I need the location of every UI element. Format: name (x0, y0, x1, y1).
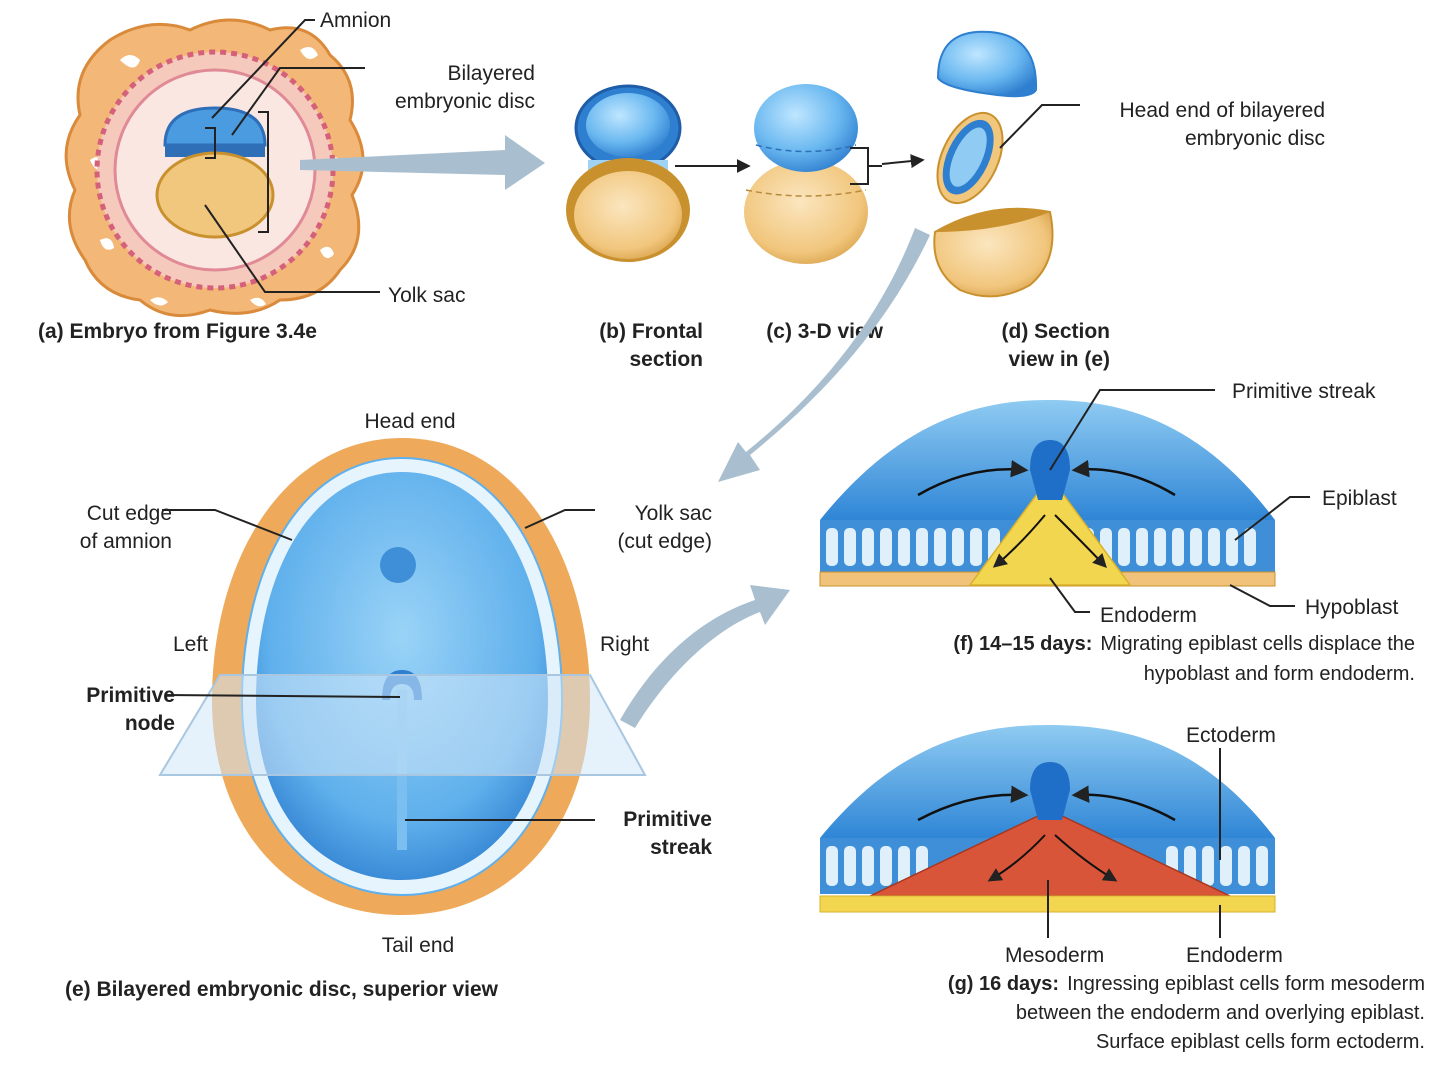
caption-b-1: (b) Frontal (599, 320, 703, 343)
leader-epiblast (1234, 496, 1310, 541)
leader-disc (231, 67, 365, 136)
dashed-c-lower (745, 189, 867, 197)
caption-f-line-1: (f) 14–15 days: Migrating epiblast cells … (953, 633, 1415, 655)
caption-d-1: (d) Section (1002, 320, 1111, 343)
caption-g-3: Surface epiblast cells form ectoderm. (1096, 1031, 1425, 1053)
bracket-c (850, 147, 882, 185)
caption-a: (a) Embryo from Figure 3.4e (38, 320, 317, 343)
ectoderm-cells-g (826, 846, 1268, 886)
label-streak-1: Primitive (623, 808, 712, 831)
label-node-2: node (125, 712, 175, 735)
migration-arrow-right-f (1071, 459, 1176, 497)
streak-groove-g (1030, 762, 1070, 820)
caption-f-bold: (f) 14–15 days: (953, 633, 1092, 655)
amnion-c (754, 84, 858, 172)
arrow-a-to-b (300, 135, 545, 190)
label-left: Left (173, 633, 208, 656)
label-yolk-e-1: Yolk sac (635, 502, 712, 525)
down-arrow-right-g (1054, 834, 1118, 882)
amnion-cavity-b (586, 93, 670, 157)
panel-d-section-view: Head end of bilayered embryonic disc (d)… (933, 30, 1325, 371)
label-head-end-d-2: embryonic disc (1185, 127, 1325, 150)
bracket-disc (205, 127, 216, 159)
leader-cut-edge (162, 509, 293, 541)
label-embryonic-disc: embryonic disc (395, 90, 535, 113)
leader-yolk (204, 204, 380, 293)
panel-f-14-15-days: Primitive streak Epiblast Endoderm Hypob… (819, 380, 1415, 685)
caption-f-1: Migrating epiblast cells displace the (1100, 633, 1415, 655)
caption-d-2: view in (e) (1008, 348, 1110, 371)
leader-head-end-d (999, 104, 1080, 149)
caption-e: (e) Bilayered embryonic disc, superior v… (65, 978, 499, 1001)
label-bilayered: Bilayered (447, 62, 535, 85)
caption-f-2: hypoblast and form endoderm. (1144, 663, 1415, 685)
section-plane (158, 674, 647, 776)
yolk-sac-a (155, 151, 275, 239)
panel-b-frontal-section: (b) Frontal section (566, 84, 703, 371)
leader-primitive-streak-f (1049, 389, 1215, 471)
arrow-d-to-e (718, 228, 930, 482)
label-primitive-streak-f: Primitive streak (1232, 380, 1376, 403)
down-arrow-left-f (992, 514, 1046, 568)
yolk-c (744, 160, 868, 264)
caption-g-line-1: (g) 16 days: Ingressing epiblast cells fo… (948, 973, 1425, 995)
label-yolk-sac-a: Yolk sac (388, 284, 465, 307)
label-mesoderm: Mesoderm (1005, 944, 1104, 967)
label-endoderm-g: Endoderm (1186, 944, 1283, 967)
amnion-cap (163, 106, 267, 147)
label-head-end: Head end (364, 410, 455, 433)
arrow-e-to-f (620, 585, 790, 728)
leader-hypoblast (1229, 584, 1295, 607)
panel-a-embryo: Amnion Bilayered embryonic disc Yolk sac… (38, 9, 535, 343)
caption-g-bold: (g) 16 days: (948, 973, 1059, 995)
label-right: Right (600, 633, 649, 656)
panel-c-3d-view: (c) 3-D view (744, 84, 884, 343)
label-yolk-e-2: (cut edge) (617, 530, 712, 553)
leader-yolk-e (524, 509, 595, 529)
disc-slice-d (936, 111, 1004, 205)
down-arrow-right-f (1054, 514, 1107, 569)
yolk-b-inner (574, 171, 682, 259)
label-hypoblast: Hypoblast (1305, 596, 1399, 619)
label-ectoderm: Ectoderm (1186, 724, 1276, 747)
panel-g-16-days: Ectoderm Mesoderm Endoderm (g) 16 days: I… (819, 724, 1425, 1053)
label-epiblast: Epiblast (1322, 487, 1397, 510)
label-node-1: Primitive (86, 684, 175, 707)
migration-arrow-left-f (917, 460, 1029, 497)
panel-e-superior-view: Head end Tail end Cut edge of amnion Yol… (65, 410, 712, 1001)
caption-b-2: section (629, 348, 703, 371)
disc-slice-inner (949, 127, 987, 187)
leader-node (164, 694, 401, 698)
caption-g-2: between the endoderm and overlying epibl… (1016, 1002, 1425, 1024)
caption-c: (c) 3-D view (766, 320, 883, 343)
leader-endoderm-f (1049, 577, 1090, 613)
label-amnion: Amnion (320, 9, 391, 32)
migration-arrow-right-g (1071, 785, 1176, 822)
yolk-bottom-opening (935, 208, 1050, 232)
oropharyngeal-spot (380, 547, 416, 583)
label-cut-edge-1: Cut edge (87, 502, 172, 525)
label-head-end-d-1: Head end of bilayered (1120, 99, 1325, 122)
down-arrow-left-g (987, 834, 1046, 882)
amnion-top-d (936, 30, 1038, 98)
dashed-c-upper (755, 144, 857, 153)
leader-amnion (211, 19, 315, 119)
label-endoderm-f: Endoderm (1100, 604, 1197, 627)
caption-g-1: Ingressing epiblast cells form mesoderm (1067, 973, 1425, 995)
label-cut-edge-2: of amnion (80, 530, 172, 553)
migration-arrow-left-g (917, 785, 1029, 822)
label-streak-2: streak (650, 836, 712, 859)
label-tail-end: Tail end (382, 934, 454, 957)
bracket-embryo (258, 111, 269, 233)
arrow-c-to-d (881, 154, 925, 169)
